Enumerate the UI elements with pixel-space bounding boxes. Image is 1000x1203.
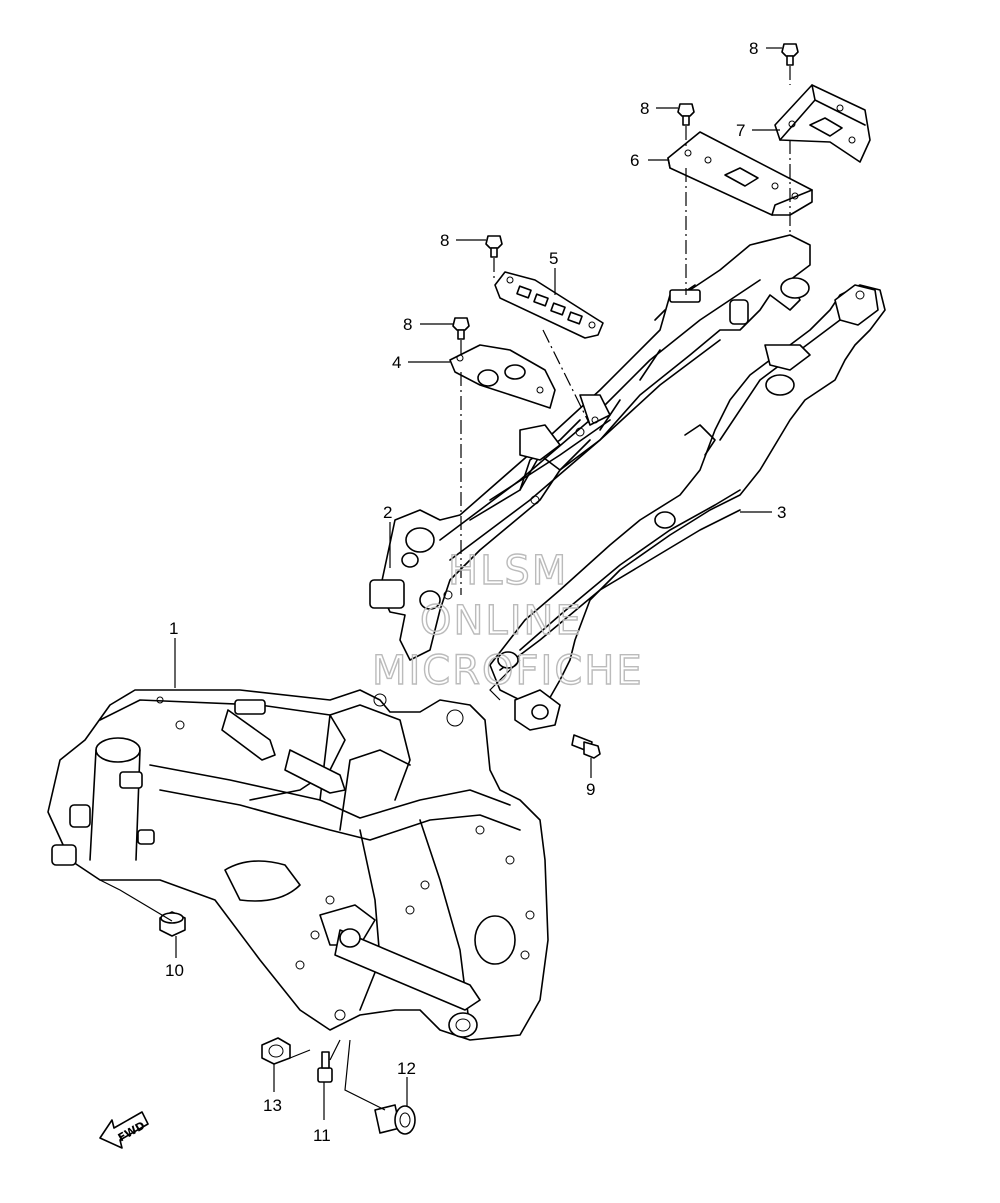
bolt-9-part[interactable] [571,734,601,759]
seat-rail-left-part[interactable] [369,234,811,661]
callout-8-lower: 8 [403,315,412,334]
bolt-8-top-middle[interactable] [677,103,695,126]
callout-11: 11 [313,1126,331,1145]
watermark-line-3: MICROFICHE [372,648,644,694]
callout-3: 3 [777,503,786,522]
callout-labels: 1 2 3 4 5 6 7 8 8 8 8 9 10 11 12 13 [165,39,786,1145]
watermark: HLSM ONLINE MICROFICHE [371,547,644,694]
watermark-line-2: ONLINE [420,598,583,644]
callout-1: 1 [169,619,178,638]
nut-13-part[interactable] [261,1037,291,1065]
bracket-7-part[interactable] [774,84,871,163]
fwd-arrow-icon: FWD [99,1111,149,1149]
bracket-5-part[interactable] [494,271,604,339]
callout-8-middle: 8 [440,231,449,250]
callout-6: 6 [630,151,639,170]
bracket-4-part[interactable] [449,344,556,409]
callout-5: 5 [549,249,558,268]
callout-8-top-middle: 8 [640,99,649,118]
callout-4: 4 [392,353,401,372]
callout-9: 9 [586,780,595,799]
alignment-lines [460,66,791,595]
callout-7: 7 [736,121,745,140]
seat-rail-right-part[interactable] [489,284,886,731]
callout-8-top-right: 8 [749,39,758,58]
bolt-8-middle[interactable] [485,235,503,258]
plug-12-part[interactable] [374,1104,416,1135]
plate-6-part[interactable] [667,131,813,216]
watermark-line-1: HLSM [448,548,568,594]
callout-13: 13 [263,1096,282,1115]
main-frame-part[interactable] [47,689,549,1041]
bolt-8-top-right[interactable] [781,43,799,66]
callout-10: 10 [165,961,184,980]
callout-12: 12 [397,1059,416,1078]
callout-2: 2 [383,503,392,522]
leader-lines [99,47,782,1120]
bolt-11-part[interactable] [317,1051,333,1083]
bolt-8-lower[interactable] [452,317,470,340]
